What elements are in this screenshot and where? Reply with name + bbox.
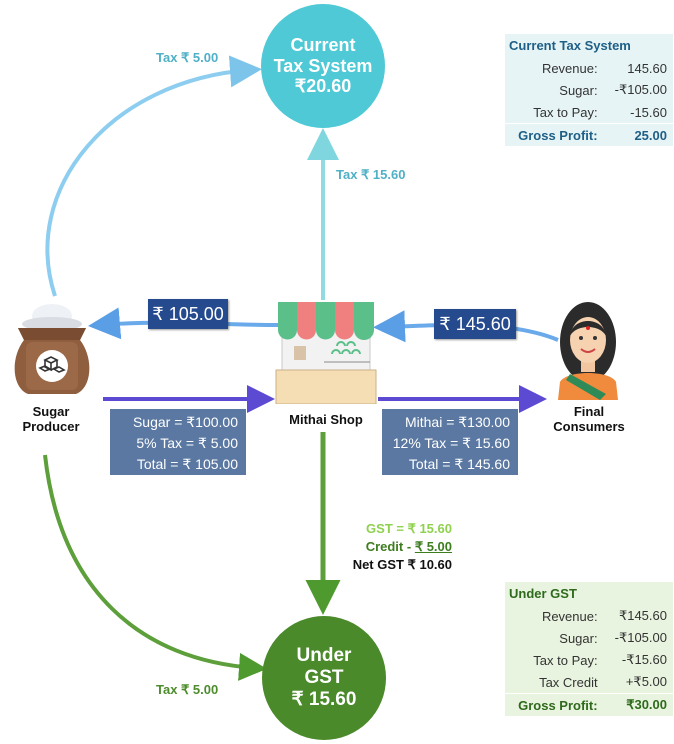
table-key: Sugar: <box>559 82 598 98</box>
gst-calc-net: Net GST ₹ 10.60 <box>352 557 452 572</box>
table-key: Sugar: <box>559 630 598 646</box>
table-total-value: 25.00 <box>634 127 667 143</box>
gst-line2: GST <box>304 667 344 689</box>
current-tax-table-title: Current Tax System <box>509 38 631 53</box>
arrow-producer-to-gst <box>43 454 267 681</box>
table-value: -15.60 <box>630 104 667 120</box>
current-tax-amount: ₹20.60 <box>294 76 352 97</box>
gst-table: Under GST Revenue: ₹145.60 Sugar: -₹105.00… <box>505 582 673 716</box>
tax-label-shop-current: Tax ₹ 15.60 <box>336 167 406 182</box>
producer-invoice-line: 5% Tax = ₹ 5.00 <box>136 435 238 451</box>
payment-consumer-to-shop: ₹ 145.60 <box>434 309 516 339</box>
sugar-sack-icon <box>4 298 100 403</box>
producer-invoice-line: Total = ₹ 105.00 <box>136 456 238 472</box>
shop-invoice-line: Mithai = ₹130.00 <box>404 414 510 430</box>
gst-amount: ₹ 15.60 <box>291 688 357 710</box>
table-total-row: Gross Profit: 25.00 <box>505 123 673 147</box>
table-total-row: Gross Profit: ₹30.00 <box>505 693 673 717</box>
table-key: Tax Credit <box>539 674 598 690</box>
shop-label: Mithai Shop <box>289 412 363 427</box>
table-row: Revenue: ₹145.60 <box>505 605 673 627</box>
gst-calc-gst: GST = ₹ 15.60 <box>366 521 452 536</box>
gst-calc-credit-label: Credit - <box>365 539 412 554</box>
current-tax-table: Current Tax System Revenue: 145.60 Sugar:… <box>505 34 673 146</box>
table-row: Sugar: -₹105.00 <box>505 79 673 101</box>
table-key: Revenue: <box>541 60 598 76</box>
consumer-label-line1: Final <box>573 404 605 419</box>
table-key: Revenue: <box>541 608 598 624</box>
consumer-avatar-icon <box>550 298 626 405</box>
table-key: Tax to Pay: <box>533 104 598 120</box>
table-row: Tax Credit +₹5.00 <box>505 671 673 694</box>
table-value: +₹5.00 <box>625 674 667 689</box>
shop-invoice: Mithai = ₹130.00 12% Tax = ₹ 15.60 Total… <box>382 409 518 475</box>
consumer-label-line2: Consumers <box>553 419 625 434</box>
gst-line1: Under <box>296 645 352 667</box>
shop-invoice-line: 12% Tax = ₹ 15.60 <box>392 435 510 451</box>
gst-calculation: GST = ₹ 15.60 Credit - ₹ 5.00 Net GST ₹ … <box>330 520 452 574</box>
table-value: 145.60 <box>627 60 667 76</box>
table-key: Tax to Pay: <box>533 652 598 668</box>
arrow-producer-to-current <box>45 55 262 297</box>
shop-icon <box>274 298 378 409</box>
gst-table-title: Under GST <box>509 586 577 601</box>
tax-label-producer-current: Tax ₹ 5.00 <box>156 50 219 65</box>
table-total-key: Gross Profit: <box>518 127 598 143</box>
producer-invoice: Sugar = ₹100.00 5% Tax = ₹ 5.00 Total = … <box>110 409 246 475</box>
producer-invoice-line: Sugar = ₹100.00 <box>132 414 238 430</box>
producer-label-line2: Producer <box>22 419 80 434</box>
table-total-value: ₹30.00 <box>626 697 667 712</box>
table-value: -₹15.60 <box>621 652 667 667</box>
current-tax-line1: Current <box>290 34 356 55</box>
producer-label-line1: Sugar <box>32 404 70 419</box>
table-total-key: Gross Profit: <box>518 697 598 713</box>
table-value: -₹105.00 <box>614 630 667 645</box>
table-row: Sugar: -₹105.00 <box>505 627 673 649</box>
payment-shop-to-producer: ₹ 105.00 <box>148 299 228 329</box>
table-value: -₹105.00 <box>614 82 667 97</box>
current-tax-circle: Current Tax System ₹20.60 <box>261 4 385 128</box>
current-tax-line2: Tax System <box>273 55 373 76</box>
tax-label-producer-gst: Tax ₹ 5.00 <box>156 682 219 697</box>
table-value: ₹145.60 <box>618 608 667 623</box>
table-row: Tax to Pay: -₹15.60 <box>505 649 673 671</box>
gst-calc-credit-value: ₹ 5.00 <box>414 539 452 554</box>
table-row: Revenue: 145.60 <box>505 57 673 79</box>
table-row: Tax to Pay: -15.60 <box>505 101 673 124</box>
producer-label: Sugar Producer <box>6 404 96 434</box>
gst-calc-credit: Credit - ₹ 5.00 <box>330 538 452 556</box>
shop-invoice-line: Total = ₹ 145.60 <box>408 456 510 472</box>
consumer-label: Final Consumers <box>534 404 644 434</box>
gst-circle: Under GST ₹ 15.60 <box>262 616 386 740</box>
